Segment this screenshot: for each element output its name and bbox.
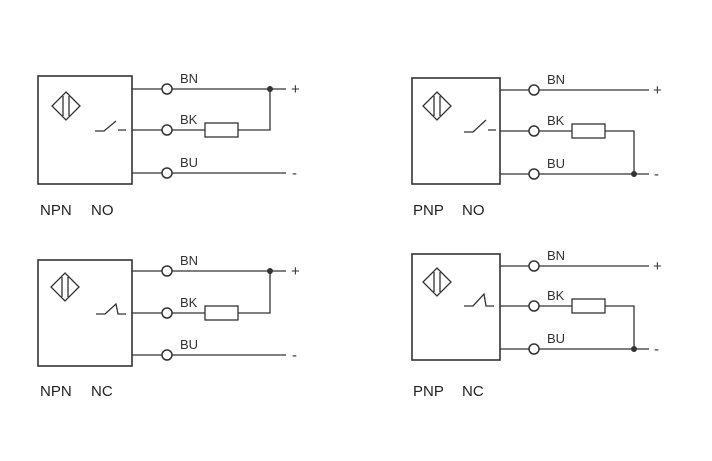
terminal-bu <box>528 343 540 355</box>
label-bu: BU <box>547 156 565 171</box>
caption-type: NPN <box>40 202 72 219</box>
wire-bk: BK <box>132 271 271 321</box>
label-bu: BU <box>180 155 198 170</box>
wire-bk: BK <box>132 89 271 138</box>
terminal-bu <box>161 349 173 361</box>
diagram-pnp-no: BN BK BU + - PNP NO <box>411 72 662 219</box>
sensor-body <box>37 75 133 185</box>
terminal-bk <box>528 125 540 137</box>
switch-closed-icon <box>464 292 494 307</box>
diagram-npn-nc: BN BK BU + - NPN NC <box>37 253 300 400</box>
sensor-body <box>37 259 133 367</box>
diagram-npn-no: BN BK BU + - NPN NO <box>37 71 300 219</box>
junction-dot <box>267 268 273 274</box>
wire-bk: BK <box>500 288 635 349</box>
sensor-body <box>411 77 501 185</box>
label-bn: BN <box>547 72 565 87</box>
resistor-icon <box>204 305 239 321</box>
minus-sign: - <box>654 341 659 358</box>
caption-mode: NO <box>91 202 114 219</box>
sensor-diamond-icon <box>422 91 452 121</box>
sensor-diamond-icon <box>50 272 80 302</box>
wire-bu: BU <box>132 337 286 361</box>
wire-bu: BU <box>500 331 649 355</box>
wire-bn: BN <box>500 72 649 96</box>
label-bk: BK <box>547 288 565 303</box>
wire-bu: BU <box>500 156 649 180</box>
label-bk: BK <box>180 295 198 310</box>
resistor-icon <box>571 123 606 139</box>
label-bn: BN <box>180 71 198 86</box>
junction-dot <box>631 346 637 352</box>
caption-mode: NC <box>91 383 113 400</box>
switch-open-icon <box>464 119 496 133</box>
label-bu: BU <box>547 331 565 346</box>
label-bk: BK <box>547 113 565 128</box>
minus-sign: - <box>292 347 297 364</box>
minus-sign: - <box>292 165 297 182</box>
switch-closed-icon <box>96 302 126 315</box>
wire-bu: BU <box>132 155 286 179</box>
diagram-pnp-nc: BN BK BU + - PNP NC <box>411 248 662 400</box>
label-bu: BU <box>180 337 198 352</box>
caption-mode: NO <box>462 202 485 219</box>
wire-bn: BN <box>500 248 649 272</box>
wire-bn: BN <box>132 253 286 277</box>
switch-open-icon <box>95 120 126 132</box>
resistor-icon <box>571 298 606 314</box>
caption-mode: NC <box>462 383 484 400</box>
label-bn: BN <box>547 248 565 263</box>
terminal-bk <box>528 300 540 312</box>
label-bk: BK <box>180 112 198 127</box>
caption-type: NPN <box>40 383 72 400</box>
plus-sign: + <box>291 81 300 98</box>
sensor-body <box>411 253 501 361</box>
resistor-icon <box>204 122 239 138</box>
wire-bk: BK <box>500 113 635 174</box>
terminal-bu <box>161 167 173 179</box>
plus-sign: + <box>653 82 662 99</box>
terminal-bk <box>161 124 173 136</box>
sensor-diamond-icon <box>51 91 81 121</box>
terminal-bn <box>161 83 173 95</box>
junction-dot <box>267 86 273 92</box>
plus-sign: + <box>653 258 662 275</box>
caption-type: PNP <box>413 202 444 219</box>
plus-sign: + <box>291 263 300 280</box>
terminal-bn <box>161 265 173 277</box>
terminal-bk <box>161 307 173 319</box>
sensor-diamond-icon <box>422 267 452 297</box>
terminal-bu <box>528 168 540 180</box>
terminal-bn <box>528 260 540 272</box>
terminal-bn <box>528 84 540 96</box>
junction-dot <box>631 171 637 177</box>
caption-type: PNP <box>413 383 444 400</box>
wire-bn: BN <box>132 71 286 95</box>
label-bn: BN <box>180 253 198 268</box>
minus-sign: - <box>654 166 659 183</box>
